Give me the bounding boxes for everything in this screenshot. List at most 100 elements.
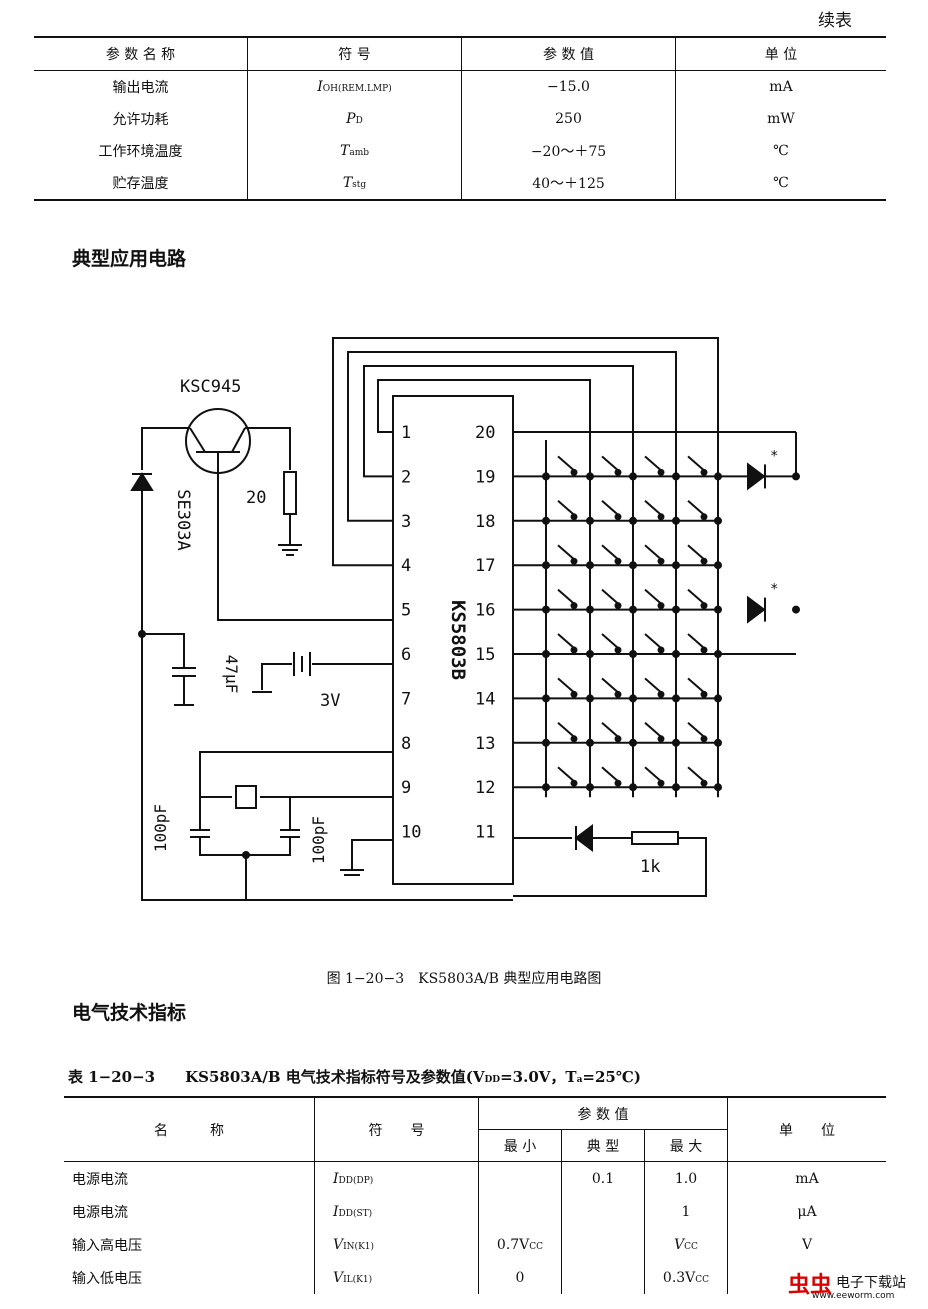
key-contact: [570, 602, 578, 610]
diode-icon: [747, 595, 766, 624]
cell-value: 250: [461, 103, 676, 135]
key-switch: [644, 633, 662, 649]
resistor-label: 1k: [640, 857, 660, 877]
chip-pin-label: 14: [475, 689, 495, 709]
key-contact: [614, 468, 622, 476]
key-contact: [700, 602, 708, 610]
key-contact: [570, 468, 578, 476]
cell-unit: ℃: [675, 167, 886, 200]
wire: [142, 633, 185, 668]
key-switch: [644, 500, 662, 516]
wire: [347, 351, 677, 522]
chip-pin-label: 16: [475, 601, 495, 621]
key-contact: [700, 690, 708, 698]
cell-value: 40～＋125: [461, 167, 676, 200]
chip-pin-label: 8: [401, 734, 411, 754]
junction-dot: [714, 738, 722, 747]
key-switch: [687, 677, 705, 694]
cell-unit: mW: [675, 103, 886, 135]
key-switch: [601, 588, 619, 605]
junction-dot: [542, 516, 550, 525]
key-switch: [601, 633, 619, 649]
key-contact: [657, 557, 665, 565]
wire: [217, 452, 393, 621]
ir-led-label: SE303A: [173, 489, 193, 550]
cell-symbol: Tamb: [247, 135, 462, 167]
header-unit: 单 位: [727, 1097, 886, 1162]
chip-pin-label: 6: [401, 645, 411, 665]
junction-dot: [672, 561, 680, 570]
junction-dot: [542, 472, 550, 481]
key-contact: [570, 735, 578, 743]
key-contact: [570, 690, 578, 698]
key-switch: [557, 500, 575, 516]
key-contact: [570, 513, 578, 521]
diode-star-label: *: [770, 582, 778, 598]
logo-subtext: 电子下载站: [836, 1275, 906, 1291]
junction-dot: [586, 472, 594, 481]
wire: [141, 490, 513, 901]
diode-star-label: *: [770, 448, 778, 464]
junction-dot: [629, 516, 637, 525]
key-switch: [687, 500, 705, 516]
key-switch: [644, 677, 662, 694]
junction-dot: [672, 650, 680, 658]
figure-caption: 图 1−20−3 KS5803A/B 典型应用电路图: [326, 971, 602, 987]
key-switch: [557, 588, 575, 605]
logo-text: 虫虫: [788, 1273, 833, 1298]
chip-pin-label: 5: [401, 601, 411, 621]
cell-symbol: PD: [247, 103, 462, 135]
key-contact: [657, 468, 665, 476]
junction-dot: [672, 516, 680, 525]
logo-url: www.eeworm.com: [812, 1291, 895, 1301]
key-switch: [557, 633, 575, 649]
chip-pin-label: 1: [401, 423, 411, 443]
wire: [141, 427, 190, 470]
junction-dot: [714, 650, 722, 658]
key-contact: [700, 779, 708, 787]
table-row: 允许功耗 PD 250 mW: [34, 103, 886, 135]
junction-dot: [629, 561, 637, 570]
transistor-collector: [189, 427, 206, 453]
key-switch: [601, 544, 619, 560]
key-switch: [601, 500, 619, 516]
junction-dot: [672, 472, 680, 481]
key-switch: [687, 455, 705, 472]
junction-dot: [714, 561, 722, 570]
diode-icon: [747, 462, 766, 491]
junction-dot: [586, 694, 594, 703]
junction-dot: [138, 630, 146, 638]
key-contact: [570, 557, 578, 565]
table-row: 输入低电压 VIL(K1) 0 0.3VCC: [64, 1261, 886, 1294]
table-row: 输入高电压 VIN(K1) 0.7VCC VCC V: [64, 1228, 886, 1261]
junction-dot: [629, 783, 637, 792]
key-switch: [601, 766, 619, 782]
cell-unit: mA: [675, 70, 886, 103]
header-symbol: 符 号: [247, 37, 462, 71]
key-switch: [557, 544, 575, 560]
capacitor-label: 100pF: [309, 816, 328, 864]
key-contact: [657, 779, 665, 787]
key-contact: [657, 602, 665, 610]
key-switch: [687, 722, 705, 738]
junction-dot: [542, 738, 550, 747]
cell-symbol: Tstg: [247, 167, 462, 200]
key-switch: [601, 455, 619, 472]
chip-pin-label: 13: [475, 734, 495, 754]
junction-dot: [792, 605, 800, 614]
capacitor-label: 100pF: [151, 804, 170, 852]
key-switch: [687, 633, 705, 649]
junction-dot: [586, 650, 594, 658]
junction-dot: [672, 783, 680, 792]
header-name: 名 称: [64, 1097, 315, 1162]
table-row: 输出电流 IOH(REM.LMP) −15.0 mA: [34, 70, 886, 103]
key-contact: [614, 646, 622, 654]
key-switch: [644, 455, 662, 472]
junction-dot: [629, 605, 637, 614]
chip-pin-label: 15: [475, 645, 495, 665]
section-heading-circuit: 典型应用电路: [72, 248, 187, 270]
key-switch: [687, 588, 705, 605]
key-switch: [557, 766, 575, 782]
junction-dot: [714, 694, 722, 703]
